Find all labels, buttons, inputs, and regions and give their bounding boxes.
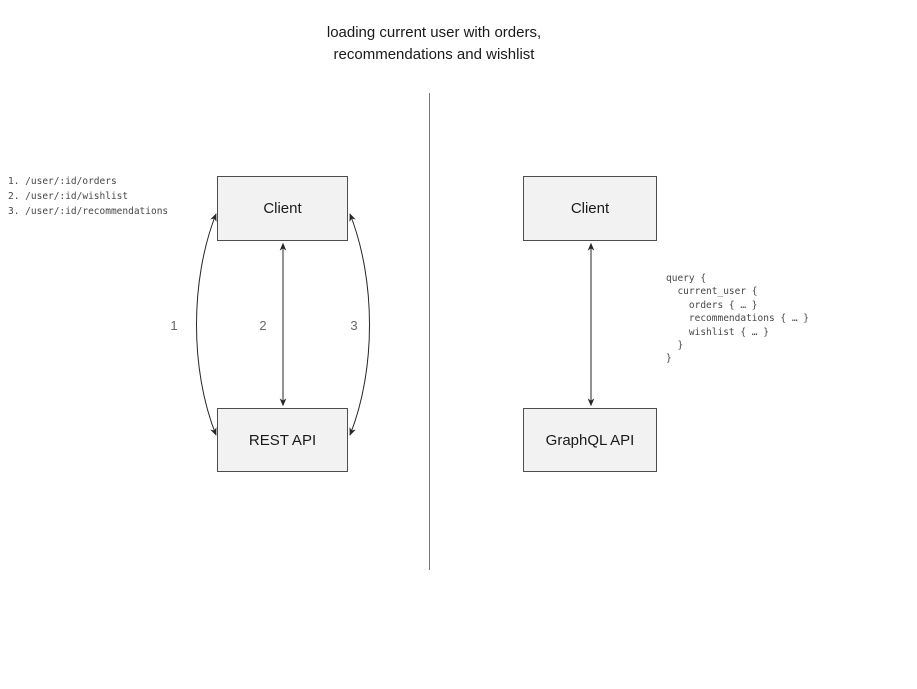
client-box-right: Client [523, 176, 657, 241]
arrow-label-3: 3 [350, 318, 358, 333]
client-box-left: Client [217, 176, 348, 241]
arrow-label-1: 1 [170, 318, 178, 333]
graphql-api-box: GraphQL API [523, 408, 657, 472]
rest-arrow-orders [196, 213, 217, 436]
rest-api-box: REST API [217, 408, 348, 472]
diagram-title: loading current user with orders, recomm… [326, 24, 542, 63]
graphql-api-box-label: GraphQL API [545, 431, 635, 449]
rest-routes-list: 1. /user/:id/orders 2. /user/:id/wishlis… [8, 176, 169, 217]
client-box-left-label: Client [263, 200, 302, 217]
arrow-label-2: 2 [259, 318, 267, 333]
graphql-query-code: query { current_user { orders { … } reco… [666, 273, 809, 365]
rest-api-box-label: REST API [248, 431, 317, 449]
client-box-right-label: Client [570, 200, 610, 217]
rest-arrow-recommendations [349, 213, 370, 436]
